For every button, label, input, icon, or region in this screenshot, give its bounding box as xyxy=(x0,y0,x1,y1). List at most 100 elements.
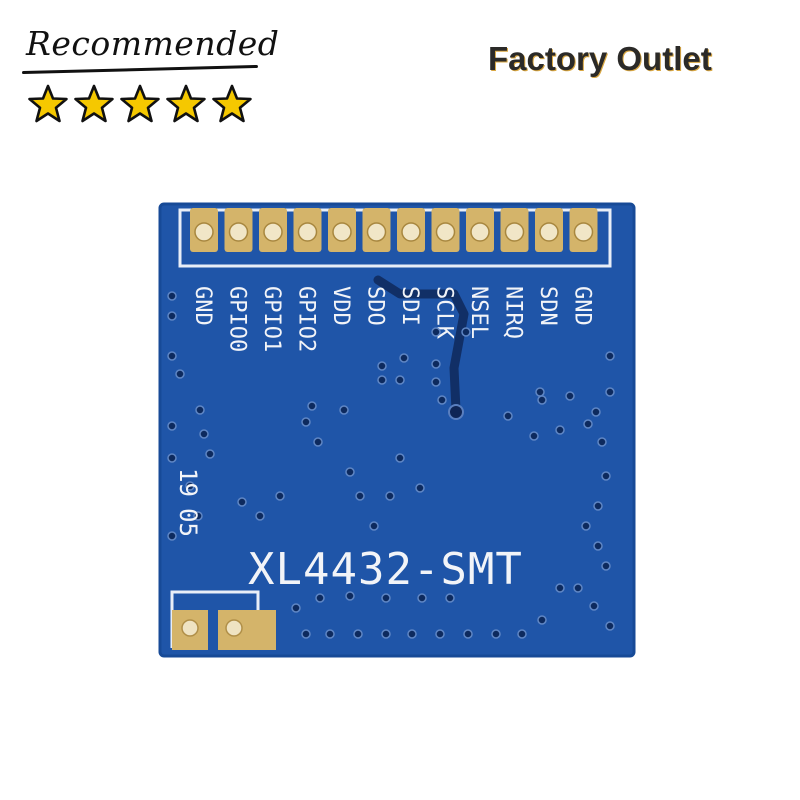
via xyxy=(593,541,603,551)
pin-hole xyxy=(297,222,318,242)
via xyxy=(167,291,177,301)
pin-hole xyxy=(470,222,490,242)
via xyxy=(461,327,471,337)
star-icon xyxy=(166,84,206,123)
via xyxy=(601,471,611,481)
pin-hole xyxy=(401,222,421,242)
via xyxy=(199,429,209,439)
via xyxy=(407,629,417,639)
star-icon xyxy=(212,84,252,123)
via xyxy=(589,601,599,611)
pin-label: GPIO0 xyxy=(225,286,250,352)
via xyxy=(369,521,379,531)
via xyxy=(381,629,391,639)
via xyxy=(167,453,177,463)
via xyxy=(605,351,615,361)
star-icon xyxy=(28,84,68,123)
pin-label: GPIO1 xyxy=(259,286,284,352)
via xyxy=(355,491,365,501)
via xyxy=(581,521,591,531)
via xyxy=(431,359,441,369)
date-code-1: 19 xyxy=(174,468,202,497)
via xyxy=(313,437,323,447)
pin-hole xyxy=(263,222,283,242)
via xyxy=(555,425,565,435)
via-holes xyxy=(167,291,615,639)
antenna-pad-2-hole xyxy=(225,619,243,637)
pin-label: SDO xyxy=(363,286,388,326)
via xyxy=(345,591,355,601)
via xyxy=(237,497,247,507)
via xyxy=(205,449,215,459)
signal-trace xyxy=(373,275,469,415)
via xyxy=(291,603,301,613)
pin-hole xyxy=(539,222,559,242)
via xyxy=(605,621,615,631)
pin-hole xyxy=(228,222,249,242)
via xyxy=(605,387,615,397)
via xyxy=(339,405,349,415)
via xyxy=(435,629,445,639)
via xyxy=(431,377,441,387)
star-icon xyxy=(74,84,114,123)
pcb-edge xyxy=(158,202,636,658)
via xyxy=(193,511,203,521)
pin-label: NIRQ xyxy=(501,286,526,339)
via xyxy=(555,583,565,593)
via xyxy=(537,395,547,405)
via xyxy=(395,453,405,463)
via xyxy=(437,395,447,405)
via xyxy=(353,629,363,639)
via xyxy=(583,419,593,429)
via xyxy=(315,593,325,603)
pin-hole xyxy=(573,222,594,242)
pin-hole xyxy=(194,222,214,242)
pin-hole xyxy=(435,222,456,242)
via xyxy=(275,491,285,501)
star-icon xyxy=(120,84,160,123)
via xyxy=(175,369,185,379)
via xyxy=(537,615,547,625)
via xyxy=(325,629,335,639)
via xyxy=(377,361,387,371)
via xyxy=(167,351,177,361)
pin-label: VDD xyxy=(328,286,353,326)
via xyxy=(573,583,583,593)
via xyxy=(301,629,311,639)
via xyxy=(307,401,317,411)
pin-hole xyxy=(332,222,352,242)
via xyxy=(385,491,395,501)
via xyxy=(415,483,425,493)
signature-underline xyxy=(22,64,258,75)
via xyxy=(601,561,611,571)
via xyxy=(399,353,409,363)
pin-label: GPIO2 xyxy=(294,286,319,352)
pcb-substrate xyxy=(160,204,634,656)
via xyxy=(517,629,527,639)
via xyxy=(565,391,575,401)
via xyxy=(593,501,603,511)
via xyxy=(167,421,177,431)
via xyxy=(417,593,427,603)
pin-label: GND xyxy=(190,286,215,326)
pin-header-outline xyxy=(178,208,612,268)
via xyxy=(491,629,501,639)
via xyxy=(395,375,405,385)
via xyxy=(597,437,607,447)
pin-label: SDI xyxy=(397,286,422,326)
via xyxy=(381,593,391,603)
via xyxy=(167,531,177,541)
antenna-pad-1-hole xyxy=(181,619,199,637)
pin-label: GND xyxy=(570,286,595,326)
via xyxy=(167,311,177,321)
via xyxy=(463,629,473,639)
via xyxy=(445,593,455,603)
recommended-badge: Recommended xyxy=(10,8,279,128)
pin-label: SDN xyxy=(535,286,560,326)
via xyxy=(431,327,441,337)
star-rating xyxy=(28,84,252,126)
via xyxy=(535,387,545,397)
